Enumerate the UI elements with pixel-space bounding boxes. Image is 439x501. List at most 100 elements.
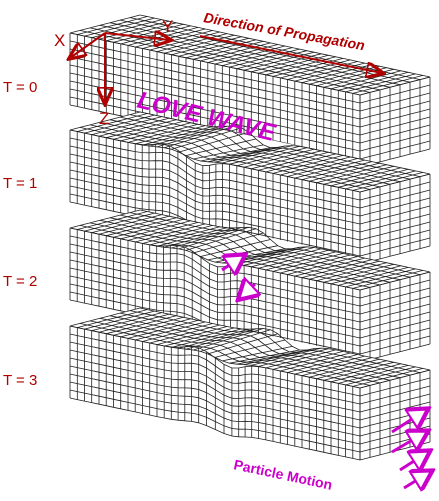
top-grid-line xyxy=(251,150,322,170)
top-grid-line xyxy=(193,328,264,351)
top-grid-line xyxy=(200,42,271,62)
mesh-block-backing xyxy=(70,308,430,460)
top-grid-line xyxy=(258,348,329,367)
end-grid-line xyxy=(359,279,431,299)
top-grid-line xyxy=(280,254,351,274)
top-grid-line xyxy=(164,125,235,149)
top-grid-line xyxy=(135,223,206,243)
mesh-block-backing xyxy=(70,112,430,264)
end-grid-line xyxy=(359,311,431,331)
end-grid-line xyxy=(359,237,431,257)
top-grid-line xyxy=(171,227,242,249)
top-grid-line xyxy=(243,348,315,365)
y-axis-arrow xyxy=(104,33,170,40)
top-grid-line xyxy=(171,127,242,150)
end-grid-line xyxy=(359,189,431,209)
end-grid-line xyxy=(359,401,431,421)
top-grid-line xyxy=(330,70,402,90)
top-grid-line xyxy=(287,354,358,373)
top-grid-line xyxy=(142,225,213,244)
top-grid-line xyxy=(236,147,307,167)
top-grid-line xyxy=(345,73,416,93)
top-grid-line xyxy=(127,320,199,339)
top-grid-line xyxy=(222,47,293,66)
mesh-block-3 xyxy=(69,307,431,461)
top-grid-line xyxy=(222,346,293,362)
end-grid-line xyxy=(359,229,431,249)
end-grid-line xyxy=(359,327,431,347)
end-grid-line xyxy=(359,295,431,315)
particle-arrow-up xyxy=(221,256,243,270)
top-grid-line xyxy=(258,249,329,269)
top-grid-line xyxy=(178,226,249,250)
time-label-1: T = 1 xyxy=(3,175,37,192)
top-grid-line xyxy=(84,212,155,232)
top-grid-line xyxy=(272,58,344,77)
top-grid-line xyxy=(352,172,423,191)
top-grid-line xyxy=(243,247,315,266)
top-grid-line xyxy=(229,146,300,165)
end-grid-line xyxy=(359,181,431,201)
top-grid-line xyxy=(171,328,242,348)
top-grid-line xyxy=(77,16,148,35)
end-grid-line xyxy=(359,213,431,233)
end-grid-line xyxy=(359,287,431,307)
top-grid-line xyxy=(193,144,264,160)
top-grid-line xyxy=(301,259,373,278)
top-grid-line xyxy=(280,59,351,79)
top-grid-line xyxy=(258,54,329,74)
top-grid-line xyxy=(309,260,380,280)
top-grid-line xyxy=(113,218,184,238)
top-grid-line xyxy=(272,253,344,272)
top-grid-line xyxy=(309,358,380,378)
end-grid-line xyxy=(359,84,431,104)
top-grid-line xyxy=(294,257,365,277)
top-grid-line xyxy=(120,122,191,142)
top-grid-line xyxy=(98,117,170,137)
top-grid-line xyxy=(316,262,387,282)
top-grid-line xyxy=(106,119,177,139)
end-grid-line xyxy=(359,369,431,389)
top-grid-line xyxy=(164,327,235,347)
top-grid-line xyxy=(178,328,249,349)
top-grid-line xyxy=(280,352,351,372)
top-grid-line xyxy=(323,361,394,381)
top-grid-line xyxy=(214,339,286,358)
top-grid-line xyxy=(98,313,170,333)
top-grid-line xyxy=(280,156,351,176)
top-grid-line xyxy=(69,111,141,131)
top-grid-line xyxy=(345,366,416,386)
top-grid-line xyxy=(178,37,249,57)
end-grid-line xyxy=(359,319,431,339)
top-grid-line xyxy=(287,256,358,275)
end-grid-line xyxy=(359,132,431,152)
top-grid-line xyxy=(236,349,307,365)
particle-arrow-4 xyxy=(403,472,430,488)
top-grid-line xyxy=(106,315,177,335)
top-grid-line xyxy=(338,71,409,91)
top-grid-line xyxy=(142,323,213,342)
top-grid-line xyxy=(120,318,191,338)
top-grid-line xyxy=(272,351,344,370)
top-grid-line xyxy=(69,209,141,229)
top-grid-line xyxy=(316,164,387,184)
top-grid-line xyxy=(214,45,286,65)
time-label-3: T = 3 xyxy=(3,372,37,389)
coordinate-axes: X Y Z xyxy=(54,17,173,128)
top-grid-line xyxy=(69,307,141,327)
top-grid-line xyxy=(287,61,358,80)
time-label-0: T = 0 xyxy=(3,79,37,96)
top-grid-line xyxy=(142,126,213,146)
top-grid-line xyxy=(200,147,271,162)
top-grid-line xyxy=(135,321,206,341)
particle-motion-arrows-t2 xyxy=(221,256,255,298)
top-grid-line xyxy=(77,113,148,132)
top-grid-line xyxy=(98,20,170,40)
top-grid-line xyxy=(309,162,380,182)
particle-arrow-down xyxy=(240,284,255,298)
top-grid-line xyxy=(84,310,155,330)
top-grid-line xyxy=(338,267,409,286)
y-axis-label: Y xyxy=(162,17,173,36)
propagation-arrow xyxy=(199,35,382,73)
